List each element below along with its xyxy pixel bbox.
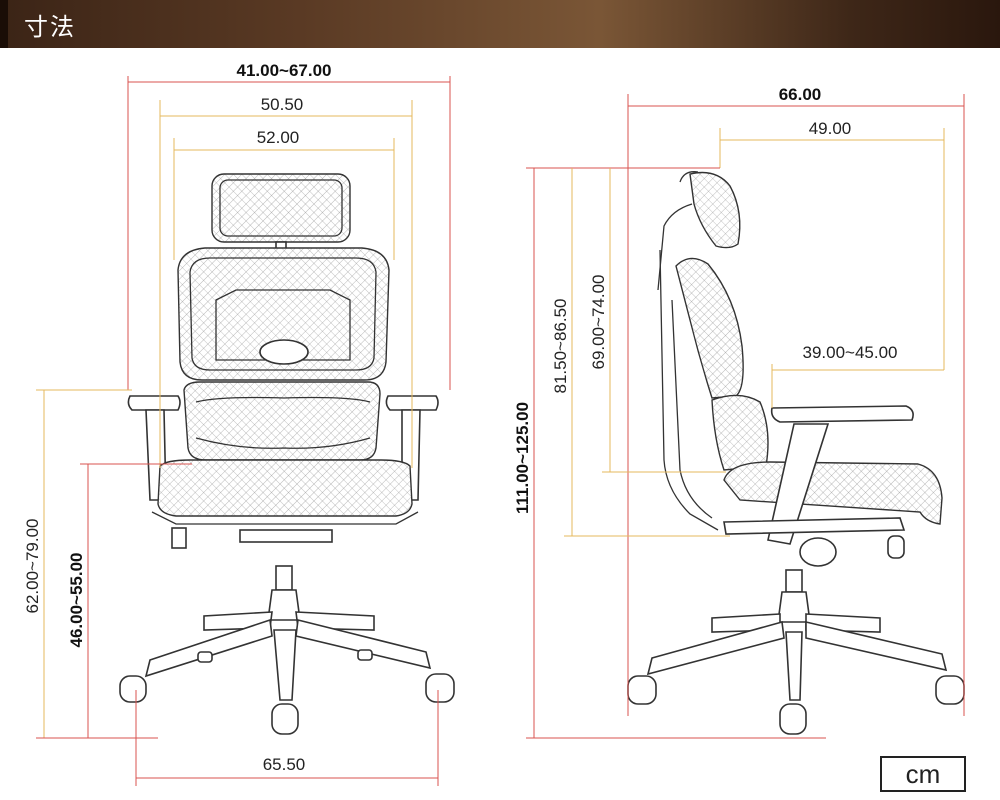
unit-label: cm xyxy=(880,756,966,792)
side-chair-drawing xyxy=(627,171,965,735)
seat-depth-label: 39.00~45.00 xyxy=(802,343,897,362)
back-height-label: 69.00~74.00 xyxy=(589,274,608,369)
armrest-height-label: 62.00~79.00 xyxy=(23,518,42,613)
backrest-width-label: 50.50 xyxy=(261,95,304,114)
overall-width-label: 41.00~67.00 xyxy=(236,61,331,80)
front-dimension-lines xyxy=(36,76,451,786)
side-dimension-lines xyxy=(526,94,965,739)
header-bar xyxy=(0,0,1000,48)
overall-depth-label: 66.00 xyxy=(779,85,822,104)
front-chair-drawing xyxy=(119,173,455,735)
page-title: 寸法 xyxy=(24,13,76,41)
seat-height-label: 46.00~55.00 xyxy=(67,552,86,647)
backrest-depth-label: 49.00 xyxy=(809,119,852,138)
overall-height-label: 111.00~125.00 xyxy=(513,402,532,514)
header-accent xyxy=(0,0,8,48)
backrest-height-label: 81.50~86.50 xyxy=(551,298,570,393)
seat-width-label: 52.00 xyxy=(257,128,300,147)
base-width-label: 65.50 xyxy=(263,755,306,774)
